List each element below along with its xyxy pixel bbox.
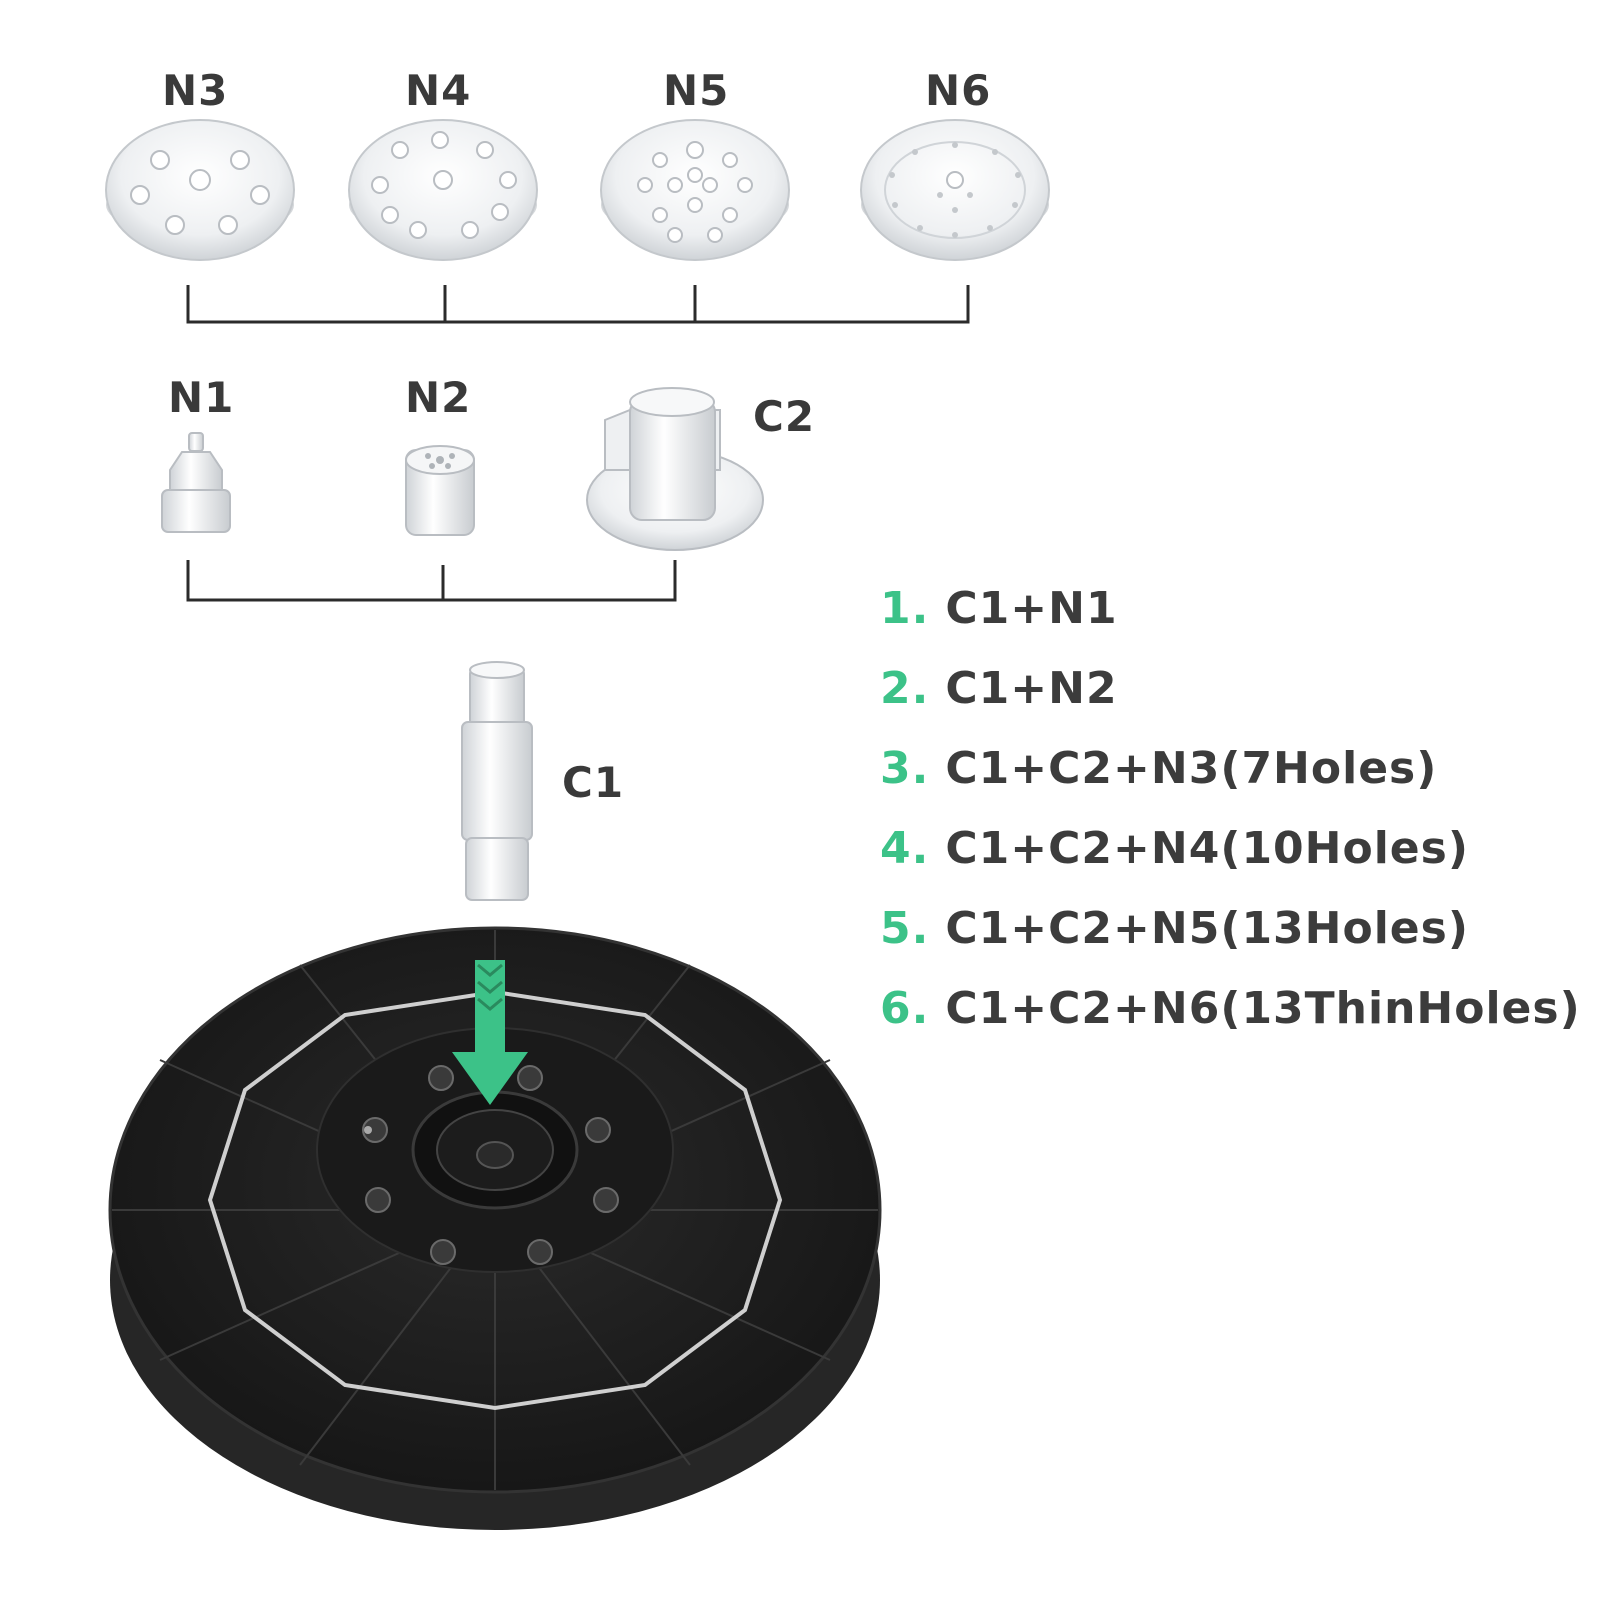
nozzle-n1: [161, 432, 231, 533]
label-n2: N2: [405, 373, 472, 422]
combination-text: C1+N2: [945, 662, 1118, 714]
combination-text: C1+N1: [945, 582, 1118, 634]
combination-item: 6. C1+C2+N6(13ThinHoles): [880, 968, 1581, 1048]
combination-number: 2.: [880, 662, 930, 714]
adapter-c2: [586, 387, 764, 551]
combination-item: 3. C1+C2+N3(7Holes): [880, 728, 1581, 808]
combination-list: 1. C1+N1 2. C1+N2 3. C1+C2+N3(7Holes) 4.…: [880, 568, 1581, 1048]
label-n5: N5: [663, 66, 730, 115]
combination-item: 1. C1+N1: [880, 568, 1581, 648]
label-n4: N4: [405, 66, 472, 115]
combination-number: 3.: [880, 742, 930, 794]
label-c2: C2: [753, 392, 816, 441]
combination-text: C1+C2+N5(13Holes): [945, 902, 1469, 954]
bottom-bracket: [186, 560, 677, 602]
top-bracket: [186, 285, 970, 324]
nozzle-n2: [405, 445, 475, 536]
combination-item: 2. C1+N2: [880, 648, 1581, 728]
combination-text: C1+C2+N6(13ThinHoles): [945, 982, 1581, 1034]
nozzle-n6: [860, 119, 1050, 261]
combination-text: C1+C2+N3(7Holes): [945, 742, 1438, 794]
nozzle-n4: [348, 119, 538, 261]
solar-fountain: [108, 926, 882, 1530]
combination-text: C1+C2+N4(10Holes): [945, 822, 1469, 874]
nozzle-n5: [600, 119, 790, 261]
label-n1: N1: [168, 373, 235, 422]
label-c1: C1: [562, 758, 625, 807]
combination-number: 5.: [880, 902, 930, 954]
nozzle-n3: [105, 119, 295, 261]
label-n3: N3: [162, 66, 229, 115]
combination-item: 5. C1+C2+N5(13Holes): [880, 888, 1581, 968]
connector-c1: [461, 661, 533, 901]
down-arrow-icon: [452, 960, 528, 1105]
combination-number: 6.: [880, 982, 930, 1034]
combination-number: 1.: [880, 582, 930, 634]
combination-item: 4. C1+C2+N4(10Holes): [880, 808, 1581, 888]
label-n6: N6: [925, 66, 992, 115]
combination-number: 4.: [880, 822, 930, 874]
